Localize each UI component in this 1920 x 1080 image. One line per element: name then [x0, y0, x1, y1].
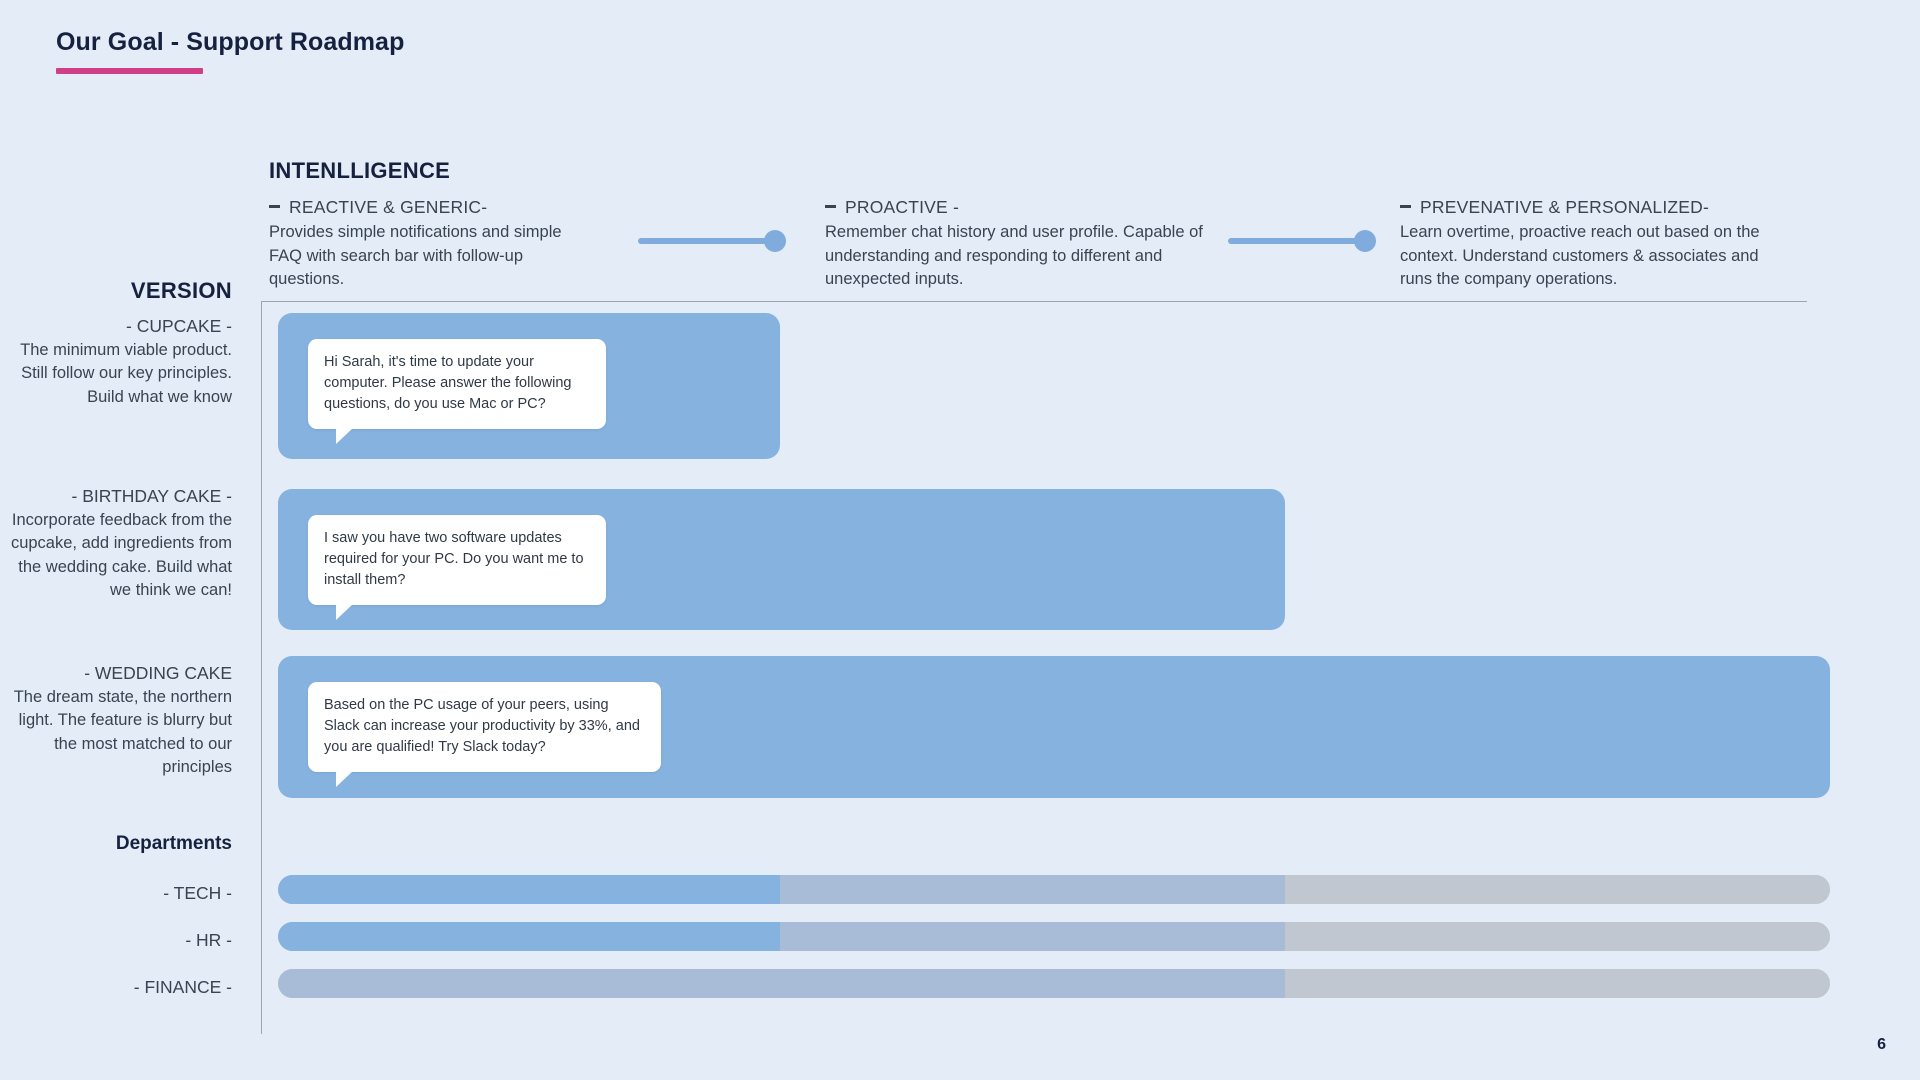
page-number: 6 — [1877, 1036, 1886, 1053]
chat-bubble: Hi Sarah, it's time to update your compu… — [308, 339, 606, 444]
chat-card-cupcake: Hi Sarah, it's time to update your compu… — [278, 313, 780, 459]
version-item-name: - BIRTHDAY CAKE - — [71, 486, 232, 506]
version-item-description: Incorporate feedback from the cupcake, a… — [10, 510, 232, 600]
progress-segment-3 — [1285, 969, 1830, 998]
progress-segment-2 — [780, 969, 1285, 998]
version-item-description: The minimum viable product. Still follow… — [20, 340, 232, 406]
department-label-finance: - FINANCE - — [133, 977, 232, 997]
title-block: Our Goal - Support Roadmap — [56, 28, 404, 74]
slider-knob-icon[interactable] — [1354, 230, 1376, 252]
dash-icon — [1400, 205, 1411, 209]
dash-icon — [269, 205, 280, 209]
intelligence-level-description: Provides simple notifications and simple… — [269, 223, 562, 288]
department-progress-bar-finance — [278, 969, 1830, 998]
slider-track — [638, 238, 786, 244]
slider-knob-icon[interactable] — [764, 230, 786, 252]
department-progress-bar-hr — [278, 922, 1830, 951]
departments-heading: Departments — [115, 833, 232, 854]
progress-segment-1 — [278, 875, 780, 904]
intelligence-slider-2[interactable] — [1228, 230, 1376, 252]
intelligence-level-title: REACTIVE & GENERIC- — [289, 197, 488, 217]
department-progress-bar-tech — [278, 875, 1830, 904]
chat-bubble-text: I saw you have two software updates requ… — [324, 530, 584, 588]
version-item-wedding-cake: - WEDDING CAKE The dream state, the nort… — [0, 662, 232, 780]
progress-segment-1 — [278, 969, 780, 998]
intelligence-level-preventative: PREVENATIVE & PERSONALIZED- Learn overti… — [1400, 197, 1780, 292]
intelligence-heading: INTENLLIGENCE — [269, 158, 451, 183]
intelligence-level-label: PREVENATIVE & PERSONALIZED- — [1400, 197, 1780, 218]
progress-segment-2 — [780, 922, 1285, 951]
version-item-cupcake: - CUPCAKE - The minimum viable product. … — [0, 315, 232, 409]
department-label-tech: - TECH - — [163, 883, 232, 903]
dash-icon — [825, 205, 836, 209]
version-item-description: The dream state, the northern light. The… — [13, 687, 232, 777]
chat-bubble: Based on the PC usage of your peers, usi… — [308, 682, 661, 787]
intelligence-level-proactive: PROACTIVE - Remember chat history and us… — [825, 197, 1220, 292]
title-underline-rule — [56, 68, 203, 74]
chat-bubble: I saw you have two software updates requ… — [308, 515, 606, 620]
intelligence-level-title: PROACTIVE - — [845, 197, 960, 217]
intelligence-level-label: PROACTIVE - — [825, 197, 1220, 218]
version-item-name: - CUPCAKE - — [126, 316, 232, 336]
progress-segment-3 — [1285, 922, 1830, 951]
chat-bubble-tail-icon — [336, 604, 353, 620]
page-title: Our Goal - Support Roadmap — [56, 28, 405, 56]
version-item-name: - WEDDING CAKE — [84, 663, 232, 683]
version-heading: VERSION — [130, 278, 232, 303]
version-item-birthday-cake: - BIRTHDAY CAKE - Incorporate feedback f… — [0, 485, 232, 603]
intelligence-level-description: Learn overtime, proactive reach out base… — [1400, 223, 1760, 288]
progress-segment-1 — [278, 922, 780, 951]
progress-segment-3 — [1285, 875, 1830, 904]
chat-bubble-text: Based on the PC usage of your peers, usi… — [324, 697, 640, 755]
intelligence-slider-1[interactable] — [638, 230, 786, 252]
chat-bubble-tail-icon — [336, 428, 353, 444]
horizontal-divider — [262, 301, 1807, 302]
intelligence-level-label: REACTIVE & GENERIC- — [269, 197, 599, 218]
intelligence-level-description: Remember chat history and user profile. … — [825, 223, 1203, 288]
chat-bubble-tail-icon — [336, 771, 353, 787]
department-label-hr: - HR - — [185, 930, 232, 950]
progress-segment-2 — [780, 875, 1285, 904]
chat-bubble-text: Hi Sarah, it's time to update your compu… — [324, 354, 572, 412]
chat-card-wedding-cake: Based on the PC usage of your peers, usi… — [278, 656, 1830, 798]
intelligence-level-title: PREVENATIVE & PERSONALIZED- — [1420, 197, 1710, 217]
chat-card-birthday-cake: I saw you have two software updates requ… — [278, 489, 1285, 630]
intelligence-level-reactive: REACTIVE & GENERIC- Provides simple noti… — [269, 197, 599, 292]
vertical-axis-divider — [261, 301, 262, 1034]
slider-track — [1228, 238, 1376, 244]
